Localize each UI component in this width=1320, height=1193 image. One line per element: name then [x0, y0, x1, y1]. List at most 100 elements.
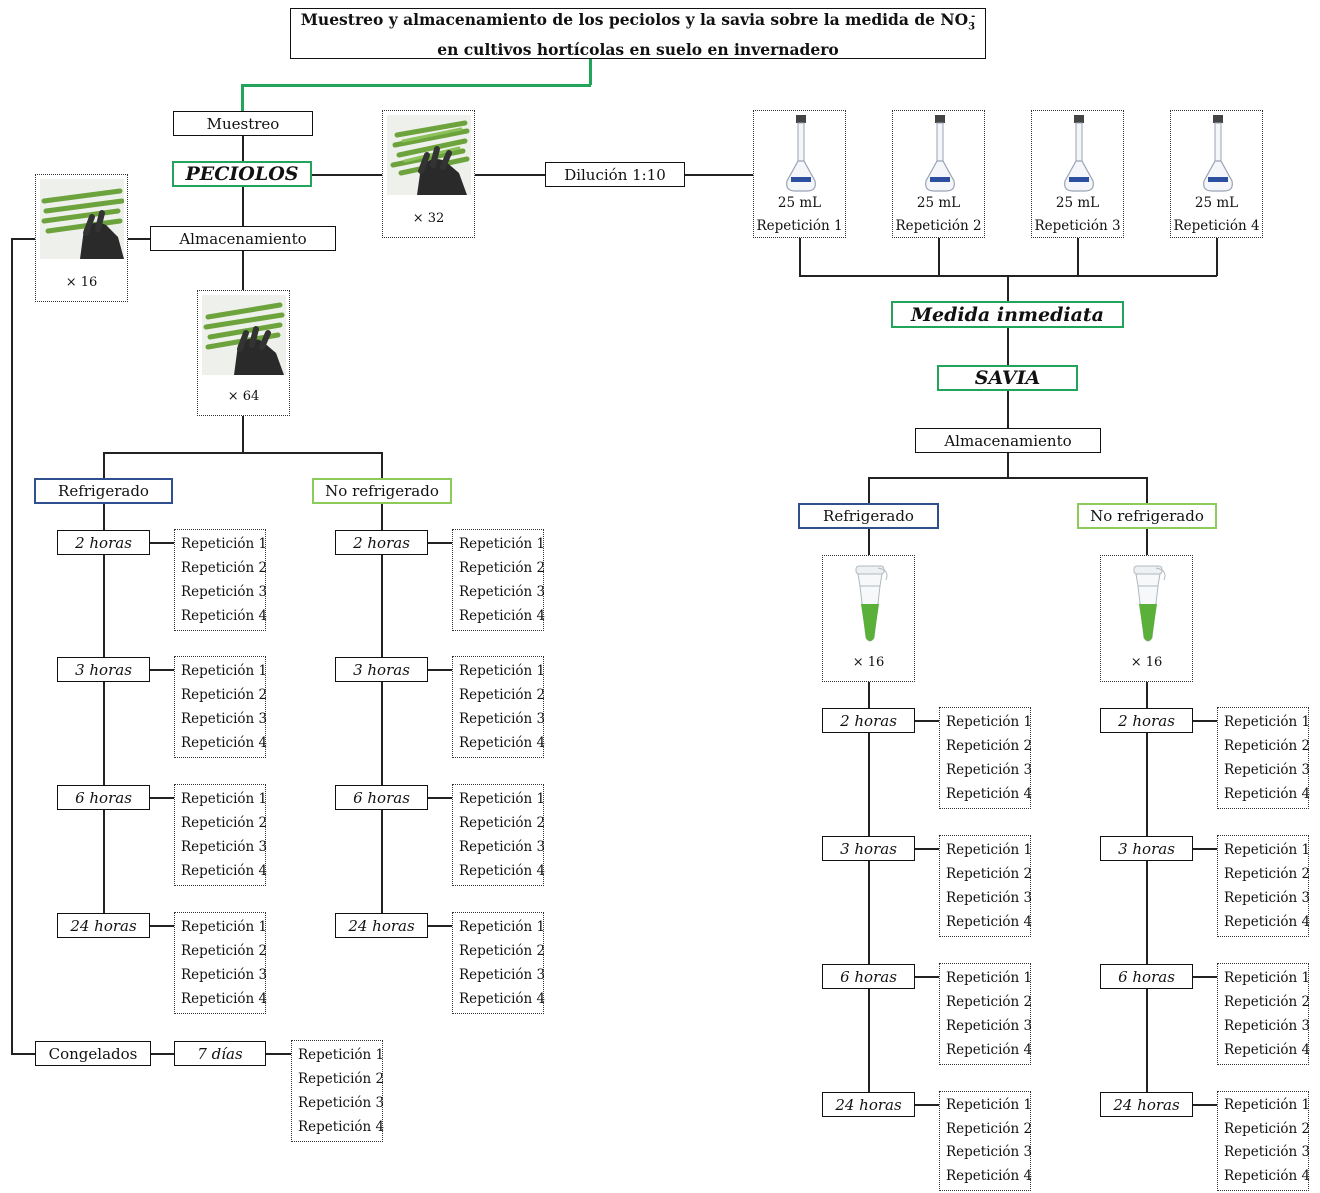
petiole-bundle-icon — [202, 295, 286, 375]
repetition-label: Repetición 3 — [946, 1144, 1033, 1161]
repetition-label: Repetición 2 — [946, 737, 1033, 754]
repetition-label: Repetición 4 — [459, 990, 546, 1007]
repetition-label: Repetición 2 — [1224, 1120, 1311, 1137]
repetition-label: Repetición 4 — [946, 785, 1033, 802]
refrigerado-box-peciolos: Refrigerado — [34, 478, 173, 504]
repetition-group: Repetición 1 Repetición 2 Repetición 3 Repe… — [939, 707, 1033, 809]
diagram-title: Muestreo y almacenamiento de los peciolo… — [290, 8, 986, 59]
time-box: 6 horas — [335, 785, 428, 810]
repetition-label: Repetición 2 — [181, 686, 268, 703]
title-connector — [241, 84, 244, 111]
time-box: 3 horas — [335, 657, 428, 682]
repetition-label: Repetición 2 — [181, 559, 268, 576]
repetition-group: Repetición 1 Repetición 2 Repetición 3 Repe… — [174, 656, 268, 758]
microtube-icon — [1133, 565, 1166, 642]
repetition-label: Repetición 2 — [946, 993, 1033, 1010]
time-box: 24 horas — [1100, 1092, 1193, 1117]
repetition-label: Repetición 4 — [946, 1041, 1033, 1058]
repetition-label: Repetición 4 — [181, 862, 268, 879]
repetition-label: Repetición 3 — [459, 966, 546, 983]
flask-box-1: 25 mL Repetición 1 — [753, 110, 846, 238]
repetition-label: Repetición 3 — [1224, 1144, 1311, 1161]
repetition-label: Repetición 3 — [298, 1094, 385, 1111]
flask-box-4: 25 mL Repetición 4 — [1170, 110, 1263, 238]
petiole-bundle-icon — [40, 179, 124, 259]
repetition-label: Repetición 4 — [1224, 1167, 1311, 1184]
repetition-group: Repetición 1 Repetición 2 Repetición 3 Repe… — [291, 1040, 385, 1142]
repetition-label: Repetición 3 — [1224, 1017, 1311, 1034]
repetition-label: Repetición 1 — [181, 662, 268, 679]
savia-box: SAVIA — [937, 365, 1078, 391]
time-box: 6 horas — [822, 964, 915, 989]
flask-repetition: Repetición 3 — [1034, 218, 1121, 234]
flask-box-3: 25 mL Repetición 3 — [1031, 110, 1124, 238]
repetition-label: Repetición 4 — [181, 607, 268, 624]
repetition-label: Repetición 2 — [946, 865, 1033, 882]
time-box: 24 horas — [335, 913, 428, 938]
repetition-label: Repetición 2 — [181, 942, 268, 959]
repetition-label: Repetición 2 — [946, 1120, 1033, 1137]
repetition-label: Repetición 3 — [946, 761, 1033, 778]
medida-inmediata-box: Medida inmediata — [891, 301, 1124, 328]
petiole-sample-image-x32: × 32 — [382, 110, 475, 238]
flask-repetition: Repetición 1 — [756, 218, 843, 234]
repetition-label: Repetición 1 — [459, 662, 546, 679]
volumetric-flask-icon — [1203, 115, 1233, 192]
time-box: 24 horas — [57, 913, 150, 938]
muestreo-box: Muestreo — [173, 111, 313, 136]
repetition-label: Repetición 4 — [459, 734, 546, 751]
time-box: 3 horas — [822, 836, 915, 861]
volumetric-flask-icon — [786, 115, 816, 192]
volumetric-flask-icon — [925, 115, 955, 192]
flask-repetition: Repetición 2 — [895, 218, 982, 234]
sap-tube-image-refrigerado: × 16 — [822, 555, 915, 682]
count-x32: × 32 — [412, 211, 445, 226]
repetition-label: Repetición 3 — [181, 966, 268, 983]
almacenamiento-box-savia: Almacenamiento — [915, 428, 1101, 453]
repetition-label: Repetición 2 — [459, 686, 546, 703]
repetition-label: Repetición 1 — [1224, 969, 1311, 986]
petiole-sample-image-x16: × 16 — [35, 174, 128, 302]
time-box: 2 horas — [1100, 708, 1193, 733]
repetition-label: Repetición 3 — [181, 710, 268, 727]
sap-tube-image-no-refrigerado: × 16 — [1100, 555, 1193, 682]
seven-days-box: 7 días — [174, 1041, 266, 1066]
title-subscript: 3 — [968, 21, 976, 33]
repetition-label: Repetición 4 — [946, 1167, 1033, 1184]
time-box: 6 horas — [1100, 964, 1193, 989]
repetition-label: Repetición 4 — [298, 1118, 385, 1135]
repetition-label: Repetición 1 — [298, 1046, 385, 1063]
petiole-sample-image-x64: × 64 — [197, 290, 290, 416]
time-box: 2 horas — [335, 530, 428, 555]
count-x16: × 16 — [852, 655, 885, 670]
microtube-icon — [855, 565, 888, 642]
repetition-label: Repetición 4 — [181, 734, 268, 751]
repetition-label: Repetición 1 — [946, 713, 1033, 730]
repetition-label: Repetición 2 — [298, 1070, 385, 1087]
repetition-label: Repetición 3 — [946, 1017, 1033, 1034]
title-connector — [241, 84, 591, 87]
time-box: 3 horas — [1100, 836, 1193, 861]
repetition-label: Repetición 1 — [946, 969, 1033, 986]
petiole-bundle-icon — [387, 115, 471, 195]
flask-volume: 25 mL — [916, 195, 961, 211]
volumetric-flask-icon — [1064, 115, 1094, 192]
count-x64: × 64 — [227, 389, 260, 404]
title-superscript: - — [971, 11, 976, 23]
repetition-label: Repetición 3 — [1224, 761, 1311, 778]
repetition-label: Repetición 4 — [1224, 785, 1311, 802]
congelados-box: Congelados — [35, 1041, 151, 1066]
repetition-label: Repetición 3 — [459, 583, 546, 600]
repetition-label: Repetición 4 — [459, 607, 546, 624]
repetition-label: Repetición 2 — [181, 814, 268, 831]
refrigerado-box-savia: Refrigerado — [798, 503, 939, 529]
repetition-label: Repetición 1 — [181, 535, 268, 552]
